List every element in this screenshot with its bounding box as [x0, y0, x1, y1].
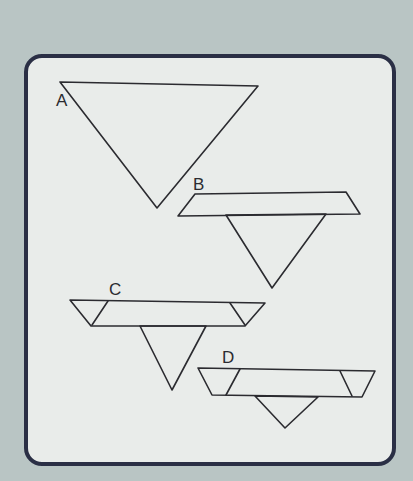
shape-label: B	[193, 176, 204, 193]
corner-lines-d	[226, 369, 352, 396]
shape-label: D	[222, 349, 234, 366]
corner-lines-c	[92, 301, 245, 325]
triangle-d	[255, 396, 318, 428]
band-d	[198, 368, 375, 397]
triangle-c	[140, 326, 206, 390]
shape-label: C	[109, 281, 121, 298]
shape-label: A	[56, 92, 67, 109]
triangle-a	[60, 82, 258, 208]
band-b	[178, 192, 360, 216]
triangle-b	[226, 214, 326, 288]
band-c	[70, 300, 265, 326]
frame	[26, 56, 394, 464]
